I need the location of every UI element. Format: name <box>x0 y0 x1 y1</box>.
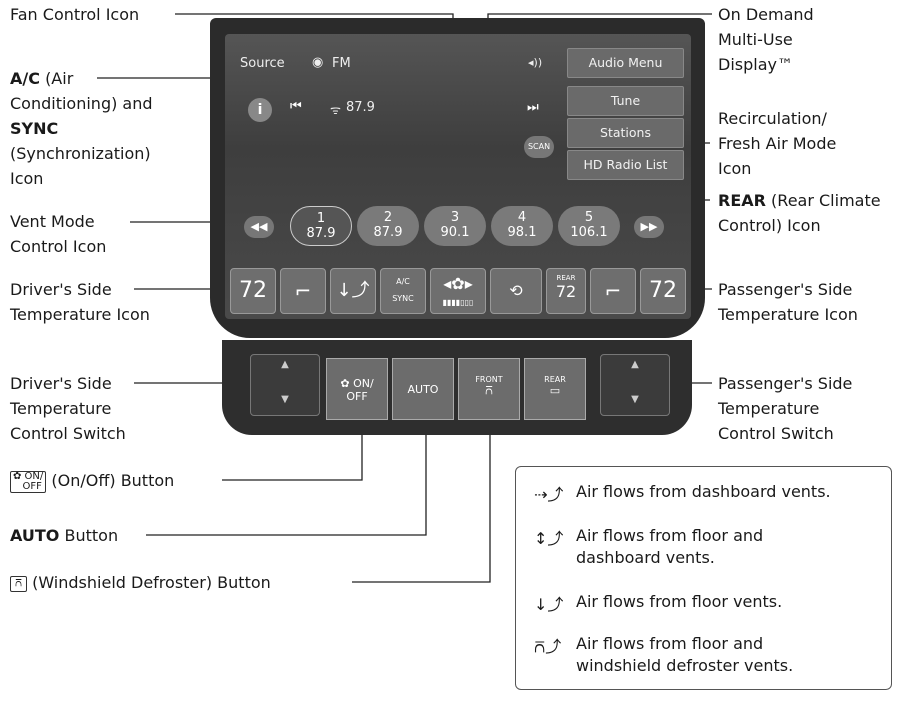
skip-forward-icon[interactable]: ⏭ <box>527 100 539 115</box>
legend-floor-defroster-2: windshield defroster vents. <box>576 656 794 675</box>
source-bar[interactable]: Source ◉ FM ◂)) <box>228 50 558 78</box>
scan-button[interactable]: SCAN <box>524 136 554 158</box>
rear-defroster-icon: ▭ <box>549 384 561 397</box>
pass-temp-icon-label-1: Passenger's Side <box>718 280 853 299</box>
rear-label-1: REAR (Rear Climate <box>718 191 881 210</box>
audio-menu-button[interactable]: Audio Menu <box>567 48 684 78</box>
signal-icon: ᯤ <box>330 103 341 117</box>
stations-button[interactable]: Stations <box>567 118 684 148</box>
up-arrow-icon[interactable]: ▲ <box>281 359 289 370</box>
band-label: FM <box>332 56 351 71</box>
defroster-button-label: ⩃ (Windshield Defroster) Button <box>10 570 271 595</box>
fan-control-icon[interactable]: ◂✿▸▮▮▮▮▯▯▯ <box>430 268 486 314</box>
pass-temp-icon-label-2: Temperature Icon <box>718 305 858 324</box>
ac-sync-label-4: (Synchronization) <box>10 144 151 163</box>
onoff-button-icon: ✿ ON/ OFF <box>10 470 47 493</box>
down-arrow-icon[interactable]: ▼ <box>281 394 289 405</box>
recirc-label-2: Fresh Air Mode <box>718 134 837 153</box>
pass-switch-label-2: Temperature <box>718 399 820 418</box>
recirc-label-1: Recirculation/ <box>718 109 827 128</box>
legend-floor-defroster-1: Air flows from floor and <box>576 634 764 653</box>
front-defroster-button[interactable]: FRONT⩃ <box>458 358 520 420</box>
up-arrow-icon[interactable]: ▲ <box>631 359 639 370</box>
seek-back-icon[interactable]: ◀◀ <box>244 216 274 238</box>
rear-temp: 72 <box>555 282 577 301</box>
pass-switch-label-1: Passenger's Side <box>718 374 853 393</box>
pass-switch-label-3: Control Switch <box>718 424 834 443</box>
floor-dashboard-vents-icon: ↕⤴ <box>534 529 564 548</box>
defroster-button-icon: ⩃ <box>10 575 27 592</box>
legend-floor-dashboard-2: dashboard vents. <box>576 548 715 567</box>
current-frequency: 87.9 <box>346 100 375 115</box>
driver-seat-icon[interactable]: ⌐ <box>280 268 326 314</box>
down-arrow-icon[interactable]: ▼ <box>631 394 639 405</box>
fan-level-bars: ▮▮▮▮▯▯▯ <box>442 298 474 307</box>
recirculation-icon[interactable]: ⟲ <box>490 268 542 314</box>
legend-floor-dashboard-1: Air flows from floor and <box>576 526 764 545</box>
legend-floor: Air flows from floor vents. <box>576 592 783 611</box>
rear-label-2: Control) Icon <box>718 216 821 235</box>
driver-temp-switch[interactable]: ▲ ▼ <box>250 354 320 416</box>
on-demand-label-2: Multi-Use <box>718 30 793 49</box>
dashboard-vents-icon: ⇢⤴ <box>534 485 564 504</box>
rear-label: REAR <box>556 274 576 282</box>
auto-button[interactable]: AUTO <box>392 358 454 420</box>
ac-sync-icon[interactable]: A/C SYNC <box>380 268 426 314</box>
vent-mode-label-1: Vent Mode <box>10 212 95 231</box>
recirc-label-3: Icon <box>718 159 752 178</box>
seek-forward-icon[interactable]: ▶▶ <box>634 216 664 238</box>
skip-back-icon[interactable]: ⏮ <box>290 99 302 114</box>
ac-label: A/C <box>396 277 410 286</box>
rear-defroster-button[interactable]: REAR▭ <box>524 358 586 420</box>
driver-temp-icon-label-1: Driver's Side <box>10 280 112 299</box>
driver-temp-icon[interactable]: 72 <box>230 268 276 314</box>
rear-climate-icon[interactable]: REAR 72 <box>546 268 586 314</box>
tune-button[interactable]: Tune <box>567 86 684 116</box>
ac-sync-label-3: SYNC <box>10 119 59 138</box>
sync-label: SYNC <box>392 294 414 303</box>
ac-sync-label-5: Icon <box>10 169 44 188</box>
source-button[interactable]: Source <box>240 56 285 71</box>
radio-icon: ◉ <box>312 55 324 70</box>
passenger-temp-icon[interactable]: 72 <box>640 268 686 314</box>
ac-sync-label-2: Conditioning) and <box>10 94 153 113</box>
auto-button-label: AUTO Button <box>10 526 119 545</box>
ac-sync-label-1: A/C (Air <box>10 69 74 88</box>
vent-mode-legend: ⇢⤴ Air flows from dashboard vents. ↕⤴ Ai… <box>515 466 892 690</box>
passenger-seat-icon[interactable]: ⌐ <box>590 268 636 314</box>
legend-dashboard: Air flows from dashboard vents. <box>576 482 831 501</box>
driver-temp-icon-label-2: Temperature Icon <box>10 305 150 324</box>
onoff-button-label: ✿ ON/ OFF (On/Off) Button <box>10 468 174 493</box>
floor-defroster-vents-icon: ⩃⤴ <box>534 637 562 656</box>
driver-switch-label-3: Control Switch <box>10 424 126 443</box>
onoff-button[interactable]: ✿ ON/OFF <box>326 358 388 420</box>
driver-switch-label-2: Temperature <box>10 399 112 418</box>
fan-icon: ✿ <box>340 377 350 390</box>
floor-vents-icon: ↓⤴ <box>534 595 564 614</box>
fan-control-label: Fan Control Icon <box>10 5 140 24</box>
volume-icon[interactable]: ◂)) <box>528 56 543 69</box>
vent-mode-icon[interactable]: ↓⤴ <box>330 268 376 314</box>
info-icon[interactable]: i <box>248 98 272 122</box>
passenger-temp-switch[interactable]: ▲ ▼ <box>600 354 670 416</box>
hd-radio-list-button[interactable]: HD Radio List <box>567 150 684 180</box>
vent-mode-label-2: Control Icon <box>10 237 107 256</box>
on-demand-label-3: Display™ <box>718 55 793 74</box>
on-demand-label-1: On Demand <box>718 5 814 24</box>
driver-switch-label-1: Driver's Side <box>10 374 112 393</box>
defroster-icon: ⩃ <box>485 384 493 397</box>
